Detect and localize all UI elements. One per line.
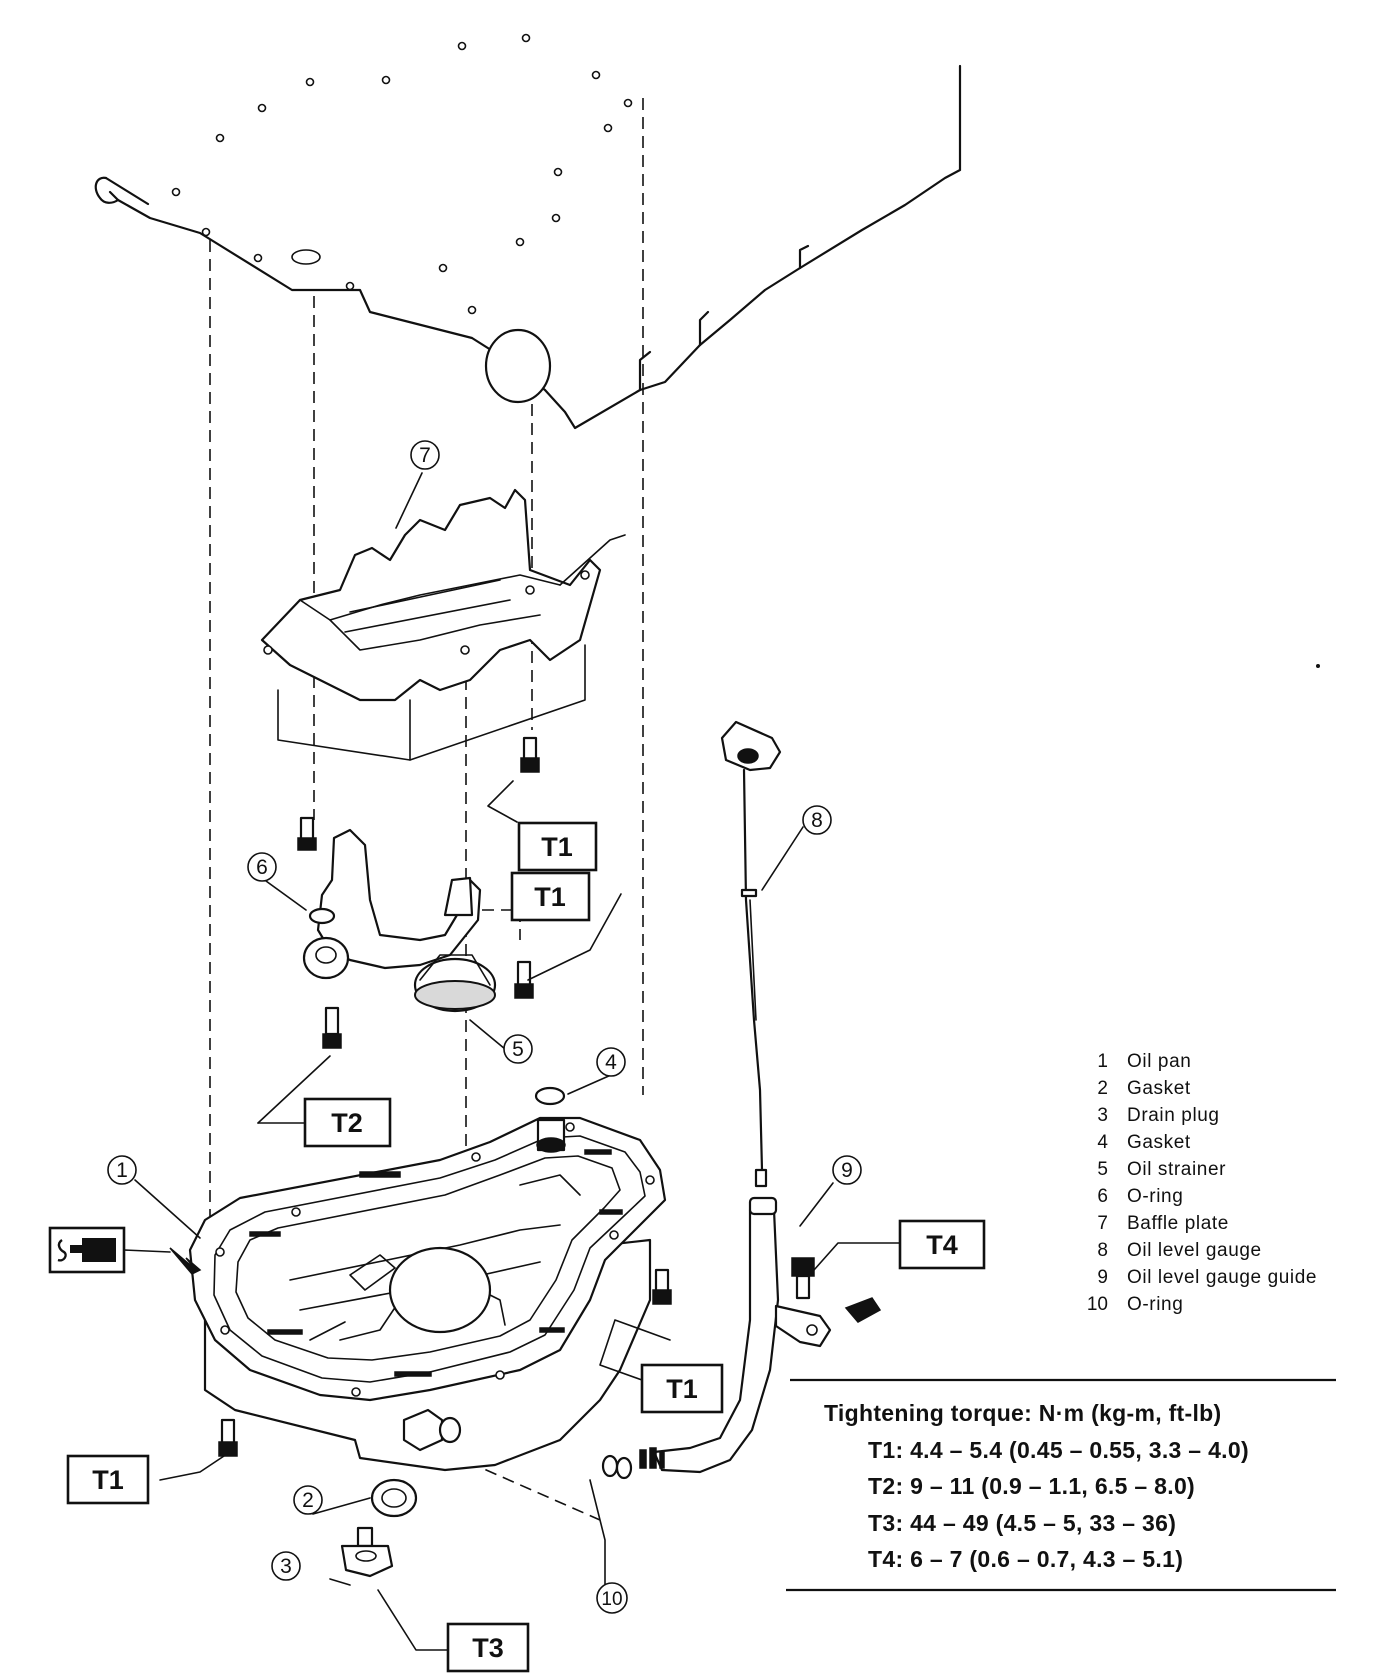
callout-3: 3 <box>271 1551 301 1581</box>
svg-text:T1: T1 <box>666 1374 698 1404</box>
o-ring-10 <box>601 1454 633 1480</box>
guide-clip <box>844 1297 882 1323</box>
svg-text:T1: T1 <box>541 832 573 862</box>
oil-pan <box>188 1116 667 1472</box>
callout-6: 6 <box>247 852 277 882</box>
torque-box-t1-pan-right: T1 <box>640 1363 724 1414</box>
svg-text:Oil pan: Oil pan <box>1127 1051 1191 1072</box>
svg-text:5: 5 <box>512 1038 524 1061</box>
oil-pan-slots <box>249 1149 623 1377</box>
svg-text:2: 2 <box>1097 1078 1108 1099</box>
svg-text:10: 10 <box>1087 1294 1108 1315</box>
torque-box-t1-pan-left: T1 <box>66 1454 150 1505</box>
svg-text:O-ring: O-ring <box>1127 1294 1183 1315</box>
svg-text:6: 6 <box>1097 1186 1108 1207</box>
strainer-bolt-left <box>297 816 317 851</box>
svg-text:T2: T2 <box>331 1108 363 1138</box>
svg-text:3: 3 <box>1097 1105 1108 1126</box>
svg-text:5: 5 <box>1097 1159 1108 1180</box>
svg-text:2: 2 <box>302 1489 314 1512</box>
svg-text:8: 8 <box>811 809 823 832</box>
o-ring-6 <box>308 907 336 925</box>
strainer-bolt-right <box>514 960 534 999</box>
gasket-4 <box>534 1086 566 1106</box>
svg-text:Oil level gauge: Oil level gauge <box>1127 1240 1262 1261</box>
oil-pan-bolt-right <box>652 1268 672 1305</box>
oil-level-gauge-guide <box>639 1196 832 1474</box>
torque-spec-row: T4: 6 – 7 (0.6 – 0.7, 4.3 – 5.1) <box>868 1546 1183 1572</box>
svg-text:7: 7 <box>419 444 431 467</box>
svg-text:T1: T1 <box>92 1465 124 1495</box>
torque-box-t1-strainer: T1 <box>510 871 591 922</box>
callout-10: 10 <box>596 1582 628 1614</box>
torque-box-t2: T2 <box>303 1097 392 1148</box>
svg-text:Baffle plate: Baffle plate <box>1127 1213 1229 1234</box>
leader-lines <box>123 472 901 1651</box>
torque-spec-row: T2: 9 – 11 (0.9 – 1.1, 6.5 – 8.0) <box>868 1473 1195 1499</box>
svg-text:9: 9 <box>841 1159 853 1182</box>
block-bolt-holes <box>171 33 633 315</box>
svg-text:10: 10 <box>601 1589 622 1610</box>
strainer-bolt-bottom <box>322 1006 342 1049</box>
svg-text:Gasket: Gasket <box>1127 1132 1191 1153</box>
svg-text:T3: T3 <box>472 1633 504 1663</box>
torque-spec-row: T3: 44 – 49 (4.5 – 5, 33 – 36) <box>868 1510 1176 1536</box>
torque-spec-table: Tightening torque: N·m (kg-m, ft-lb) T1:… <box>786 1378 1336 1592</box>
callout-8: 8 <box>802 805 832 835</box>
sealant-pointer-arrow <box>169 1247 202 1275</box>
baffle-plate <box>260 488 626 761</box>
sealant-tube-icon <box>48 1226 126 1274</box>
callout-1: 1 <box>107 1155 137 1185</box>
baffle-bolt <box>520 736 540 773</box>
parts-legend: 1 Oil pan 2 Gasket 3 Drain plug 4 Gasket… <box>1087 1051 1317 1315</box>
svg-text:T1: T1 <box>534 882 566 912</box>
oil-strainer <box>302 828 521 1013</box>
svg-text:Gasket: Gasket <box>1127 1078 1191 1099</box>
torque-box-t4: T4 <box>898 1219 986 1270</box>
svg-text:3: 3 <box>280 1555 292 1578</box>
svg-text:4: 4 <box>1097 1132 1108 1153</box>
drain-plug <box>340 1526 394 1578</box>
callout-4: 4 <box>596 1047 626 1077</box>
guide-end-ribs <box>639 1447 665 1469</box>
callout-9: 9 <box>832 1155 862 1185</box>
torque-spec-title: Tightening torque: N·m (kg-m, ft-lb) <box>824 1400 1221 1426</box>
svg-text:4: 4 <box>605 1051 617 1074</box>
svg-text:Oil level gauge guide: Oil level gauge guide <box>1127 1267 1317 1288</box>
svg-text:8: 8 <box>1097 1240 1108 1261</box>
svg-text:7: 7 <box>1097 1213 1108 1234</box>
stray-mark <box>1316 664 1320 668</box>
callout-2: 2 <box>293 1485 323 1515</box>
oil-pan-bolt-left <box>218 1418 238 1457</box>
torque-box-t1-baffle: T1 <box>517 821 598 872</box>
svg-text:1: 1 <box>1097 1051 1108 1072</box>
torque-spec-row: T1: 4.4 – 5.4 (0.45 – 0.55, 3.3 – 4.0) <box>868 1437 1249 1463</box>
callout-5: 5 <box>503 1034 533 1064</box>
svg-text:9: 9 <box>1097 1267 1108 1288</box>
svg-text:6: 6 <box>256 856 268 879</box>
svg-text:Oil strainer: Oil strainer <box>1127 1159 1226 1180</box>
svg-text:T4: T4 <box>926 1230 958 1260</box>
svg-text:1: 1 <box>116 1159 128 1182</box>
oil-level-gauge <box>720 720 782 1188</box>
gasket-2 <box>370 1478 418 1518</box>
svg-text:O-ring: O-ring <box>1127 1186 1183 1207</box>
torque-box-t3: T3 <box>446 1622 530 1673</box>
svg-text:Drain plug: Drain plug <box>1127 1105 1220 1126</box>
callout-7: 7 <box>410 440 440 470</box>
engine-block <box>94 33 962 430</box>
guide-bracket-bolt <box>791 1257 815 1300</box>
